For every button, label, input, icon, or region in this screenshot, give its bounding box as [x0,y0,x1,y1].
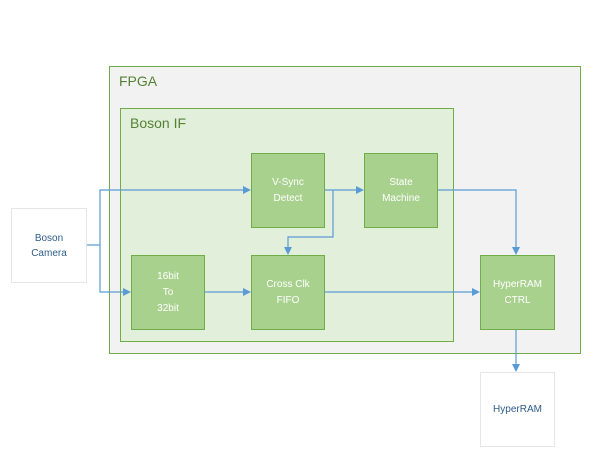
arrowhead-hyperram-ctrl-top [512,247,520,255]
arrowhead-fifo-top [284,247,292,255]
cross-clk-fifo-label: Cross Clk FIFO [266,278,310,306]
boson-camera-block: Boson Camera [11,208,87,283]
arrowhead-vsync [243,186,251,194]
arrowhead-fifo-left [243,288,251,296]
boson-camera-label: Boson Camera [31,232,67,259]
connector-state-to-hyperram-ctrl [438,189,517,249]
hyperram-block: HyperRAM [480,372,555,447]
hyperram-label: HyperRAM [493,404,542,415]
vsync-detect-block: V-Sync Detect [251,153,325,228]
fpga-title: FPGA [119,73,158,89]
boson-if-title: Boson IF [130,115,187,131]
hyperram-ctrl-block: HyperRAM CTRL [480,255,555,330]
connector-camera-to-width-convert [99,245,125,293]
vsync-detect-label: V-Sync Detect [272,176,304,204]
cross-clk-fifo-block: Cross Clk FIFO [251,255,325,330]
state-machine-block: State Machine [364,153,438,228]
connector-camera-to-vsync [87,189,245,246]
connector-vsync-to-fifo [287,190,334,249]
hyperram-ctrl-label: HyperRAM CTRL [493,278,542,306]
arrowhead-hyperram-ctrl-left [472,288,480,296]
state-machine-label: State Machine [382,176,420,204]
width-convert-label: 16bit To 32bit [157,270,179,314]
width-convert-block: 16bit To 32bit [131,255,205,330]
arrowhead-hyperram [512,364,520,372]
arrowhead-width-convert [123,288,131,296]
arrowhead-state [356,186,364,194]
